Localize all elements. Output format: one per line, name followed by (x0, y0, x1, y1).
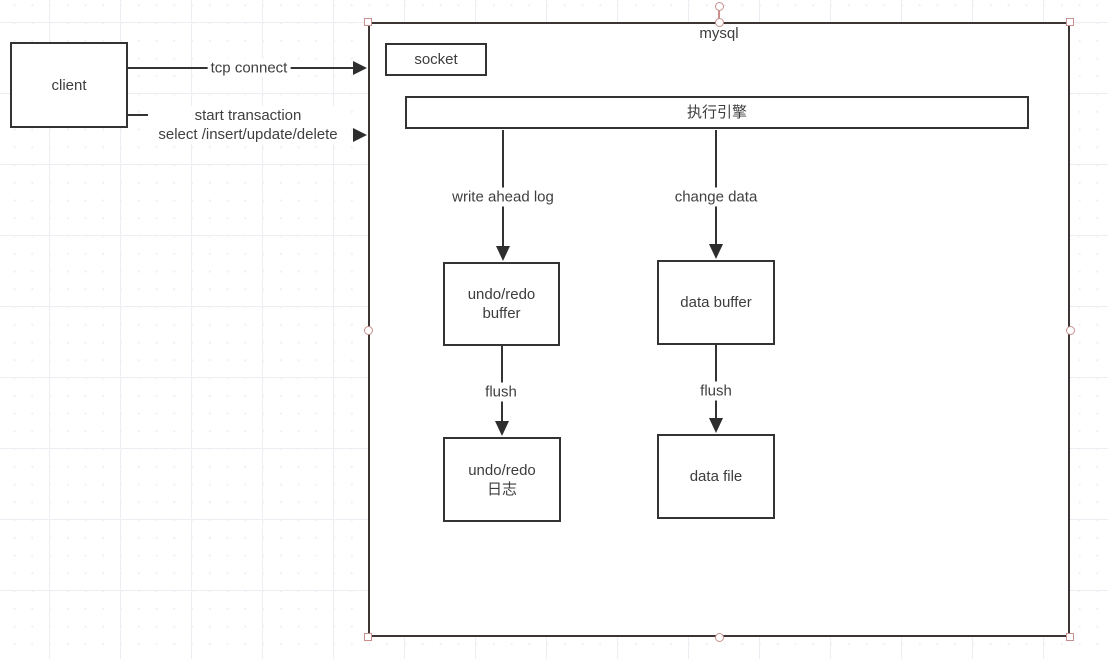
start-transaction-label[interactable]: start transaction select /insert/update/… (155, 106, 341, 144)
rotation-connector-line (718, 8, 720, 22)
execution-engine-node[interactable]: 执行引擎 (405, 96, 1029, 129)
tcp-connect-label[interactable]: tcp connect (207, 58, 291, 78)
selection-handle-s[interactable] (714, 632, 724, 642)
undo-redo-buffer-node[interactable]: undo/redo buffer (443, 262, 560, 346)
data-file-node-label: data file (689, 468, 743, 485)
data-buffer-node[interactable]: data buffer (657, 260, 775, 345)
selection-handle-n[interactable] (714, 17, 724, 27)
execution-engine-node-label: 执行引擎 (686, 104, 747, 121)
undo-redo-buffer-node-label: undo/redo buffer (467, 286, 536, 322)
data-file-node[interactable]: data file (657, 434, 775, 519)
rotation-handle[interactable] (714, 1, 724, 11)
selection-handle-sw[interactable] (364, 633, 372, 641)
selection-handle-se[interactable] (1066, 633, 1074, 641)
write-ahead-log-label[interactable]: write ahead log (449, 187, 557, 207)
undo-redo-log-node-label: undo/redo 日志 (468, 461, 536, 498)
selection-handle-ne[interactable] (1066, 18, 1074, 26)
mysql-container-label: mysql (699, 25, 739, 42)
data-buffer-node-label: data buffer (680, 294, 752, 311)
selection-handle-e[interactable] (1065, 325, 1075, 335)
socket-node-label: socket (414, 51, 458, 68)
socket-node[interactable]: socket (385, 43, 487, 76)
undo-redo-log-node[interactable]: undo/redo 日志 (443, 437, 561, 522)
flush-right-label[interactable]: flush (697, 381, 735, 401)
selection-handle-w[interactable] (363, 325, 373, 335)
client-node[interactable]: client (10, 42, 128, 128)
change-data-label[interactable]: change data (671, 187, 761, 207)
flush-left-label[interactable]: flush (482, 382, 520, 402)
client-node-label: client (51, 76, 87, 94)
selection-handle-nw[interactable] (364, 18, 372, 26)
